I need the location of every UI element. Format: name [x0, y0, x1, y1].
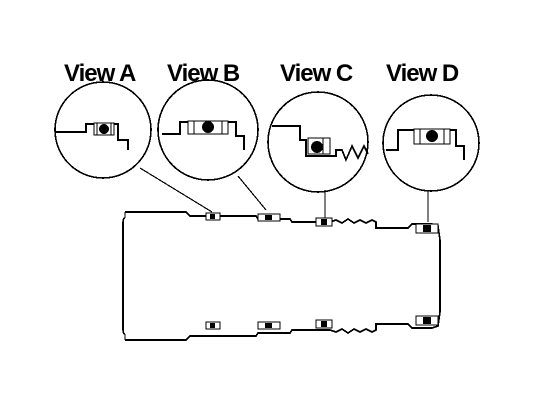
seal-c-bottom	[315, 319, 333, 329]
top-seals	[205, 212, 439, 234]
leader-lines	[139, 167, 429, 222]
bottom-seals	[205, 315, 439, 330]
component-body	[122, 211, 441, 341]
seal-b-bottom	[257, 321, 281, 330]
view-d-detail-circle	[382, 94, 480, 192]
seal-d-top	[415, 223, 439, 234]
seal-a-bottom	[205, 321, 221, 330]
seal-a-top	[205, 212, 221, 221]
view-a-label: View A	[64, 60, 136, 87]
view-a-detail-circle	[54, 81, 152, 179]
view-d-label: View D	[386, 60, 459, 87]
view-c-label: View C	[280, 60, 353, 87]
view-b-label: View B	[167, 60, 240, 87]
seal-d-bottom	[415, 315, 439, 326]
view-b-o-ring	[202, 121, 214, 133]
view-d-o-ring	[426, 130, 438, 142]
seal-c-top	[315, 217, 333, 227]
seal-b-top	[257, 213, 281, 222]
view-a-o-ring	[99, 124, 109, 134]
view-c-o-ring	[311, 141, 323, 153]
view-b-detail-circle	[157, 79, 259, 181]
view-c-detail-circle	[267, 91, 369, 193]
